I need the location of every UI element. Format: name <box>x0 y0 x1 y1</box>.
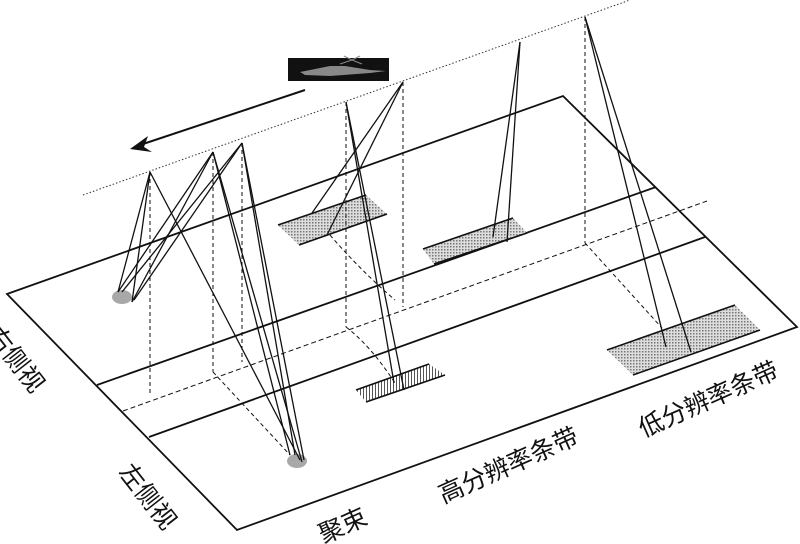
spotlight-patch-upper <box>278 195 387 245</box>
radar-beams <box>117 16 692 463</box>
spotlight-patch-lower <box>356 364 445 402</box>
ground-plane <box>5 94 799 532</box>
low-res-strip-patch <box>607 305 760 375</box>
high-res-strip-patch <box>423 218 527 264</box>
aircraft-icon <box>288 55 389 81</box>
swath-line-left <box>148 236 706 438</box>
swath-line-right <box>96 186 657 386</box>
left-target <box>287 454 307 468</box>
right-target <box>112 290 132 304</box>
nadir-projections <box>149 17 663 456</box>
flight-track <box>82 0 631 196</box>
arrow-left-icon <box>130 89 306 152</box>
